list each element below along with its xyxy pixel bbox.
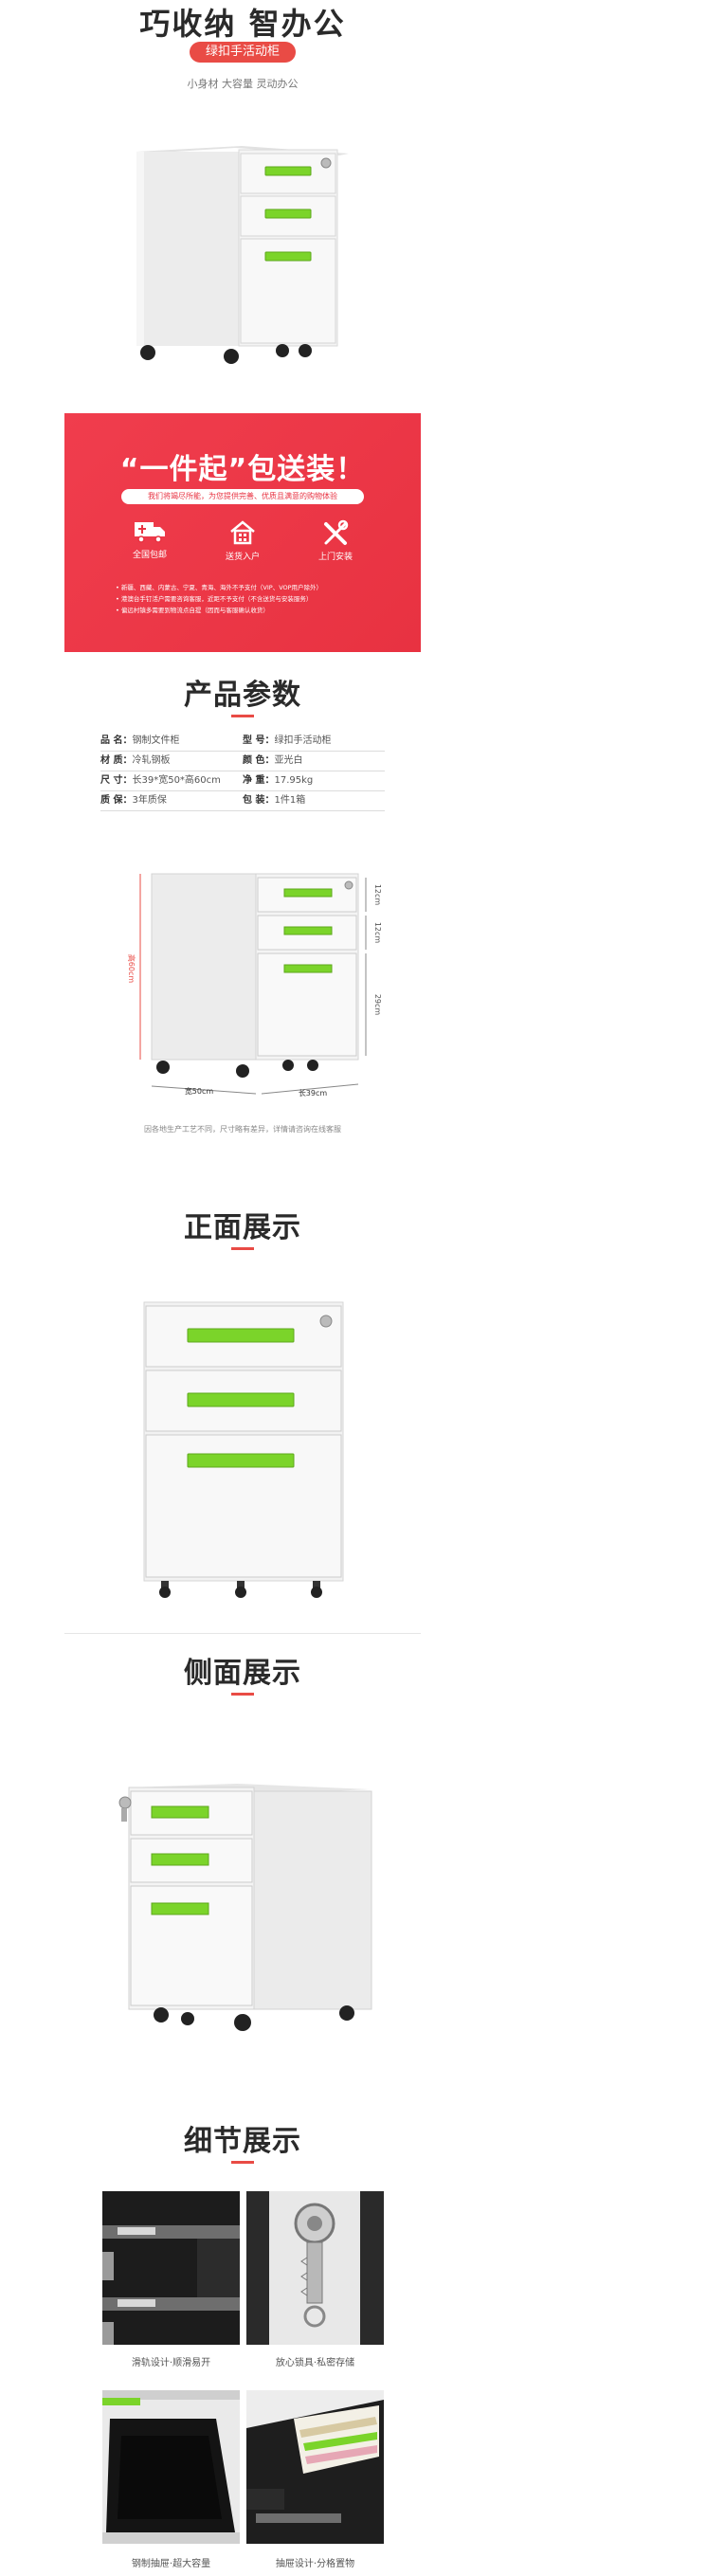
dim-drawer-2: 12cm	[373, 922, 382, 944]
param-value: 1件1箱	[274, 795, 306, 806]
detail-drawer-image	[102, 2390, 240, 2544]
dimension-diagram: 高60cm 宽50cm 长39cm 12cm 12cm 29cm	[127, 873, 382, 1098]
shipping-banner: “一件起”包送装！ 我们将竭尽所能，为您提供完善、优质且满意的购物体验 全国包邮	[64, 413, 421, 652]
section-divider	[64, 1633, 421, 1634]
feature-label: 送货入户	[225, 553, 260, 562]
param-value: 亚光白	[274, 755, 303, 766]
detail-caption: 放心锁具·私密存储	[275, 2358, 355, 2368]
hero-title: 巧收纳 智办公	[139, 6, 346, 42]
param-label: 型 号：	[243, 735, 275, 746]
param-label: 尺 寸：	[100, 775, 133, 786]
banner-title: “一件起”包送装！	[119, 453, 366, 486]
detail-caption: 抽屉设计·分格置物	[275, 2559, 355, 2569]
side-view-image	[118, 1784, 372, 2031]
detail-caption: 滑轨设计·顺滑易开	[131, 2358, 211, 2368]
feature-label: 全国包邮	[132, 551, 167, 560]
params-table: 品 名：钢制文件柜 型 号：绿扣手活动柜 材 质：冷轧钢板 颜 色：亚光白 尺 …	[100, 732, 385, 811]
feature-label: 上门安装	[317, 553, 353, 562]
title-underline	[231, 715, 254, 717]
param-label: 质 保：	[100, 795, 133, 806]
dim-height: 高60cm	[127, 954, 136, 984]
hero-cabinet-image	[136, 146, 349, 364]
banner-note: 港澳台手钉活户需要咨询客服，近距不予支付（不含送货与安装服务）	[116, 593, 400, 605]
feature-home-delivery: 送货入户	[205, 519, 281, 562]
dim-drawer-3: 29cm	[373, 994, 382, 1016]
param-value: 3年质保	[132, 795, 167, 806]
params-row: 材 质：冷轧钢板 颜 色：亚光白	[100, 752, 385, 771]
dim-drawer-1: 12cm	[373, 884, 382, 906]
param-value: 长39*宽50*高60cm	[132, 775, 221, 786]
dim-depth: 长39cm	[299, 1088, 328, 1098]
param-value: 17.95kg	[274, 775, 314, 786]
section-title-details: 细节展示	[184, 2125, 301, 2158]
delivery-truck-icon	[135, 522, 165, 543]
product-tag: 绿扣手活动柜	[190, 42, 296, 63]
dimension-note: 因各地生产工艺不同，尺寸略有差异，详情请咨询在线客服	[144, 1125, 341, 1134]
dim-width: 宽50cm	[185, 1086, 214, 1096]
hero-subtitle: 小身材 大容量 灵动办公	[187, 78, 299, 90]
detail-rail-image	[102, 2191, 240, 2345]
param-label: 净 重：	[243, 775, 275, 786]
front-view-image	[143, 1301, 344, 1598]
param-label: 品 名：	[100, 735, 133, 746]
params-row: 质 保：3年质保 包 装：1件1箱	[100, 791, 385, 811]
section-title-side: 侧面展示	[184, 1657, 301, 1690]
banner-note: 新疆、西藏、内蒙古、宁夏、青海、海外不予支付（VIP、VOP用户除外）	[116, 582, 400, 593]
params-row: 尺 寸：长39*宽50*高60cm 净 重：17.95kg	[100, 771, 385, 791]
house-icon	[230, 520, 255, 545]
param-value: 绿扣手活动柜	[274, 735, 332, 746]
banner-subtitle: 我们将竭尽所能，为您提供完善、优质且满意的购物体验	[121, 489, 364, 504]
detail-lock-image	[246, 2191, 384, 2345]
section-title-front: 正面展示	[184, 1211, 301, 1244]
title-underline	[231, 1693, 254, 1696]
param-value: 冷轧钢板	[132, 755, 171, 766]
detail-compartment-image	[246, 2390, 384, 2544]
param-value: 钢制文件柜	[132, 735, 180, 746]
tools-icon	[324, 519, 349, 545]
detail-caption: 钢制抽屉·超大容量	[131, 2559, 211, 2569]
param-label: 颜 色：	[243, 755, 275, 766]
feature-installation: 上门安装	[298, 519, 373, 562]
banner-note: 偏远村镇多需要到物流点自提（因而与客服确认收货）	[116, 605, 400, 616]
banner-notes: 新疆、西藏、内蒙古、宁夏、青海、海外不予支付（VIP、VOP用户除外） 港澳台手…	[116, 582, 400, 616]
title-underline	[231, 2161, 254, 2164]
feature-free-shipping: 全国包邮	[112, 519, 188, 560]
param-label: 材 质：	[100, 755, 133, 766]
params-row: 品 名：钢制文件柜 型 号：绿扣手活动柜	[100, 732, 385, 752]
title-underline	[231, 1247, 254, 1250]
section-title-params: 产品参数	[184, 679, 301, 712]
param-label: 包 装：	[243, 795, 275, 806]
